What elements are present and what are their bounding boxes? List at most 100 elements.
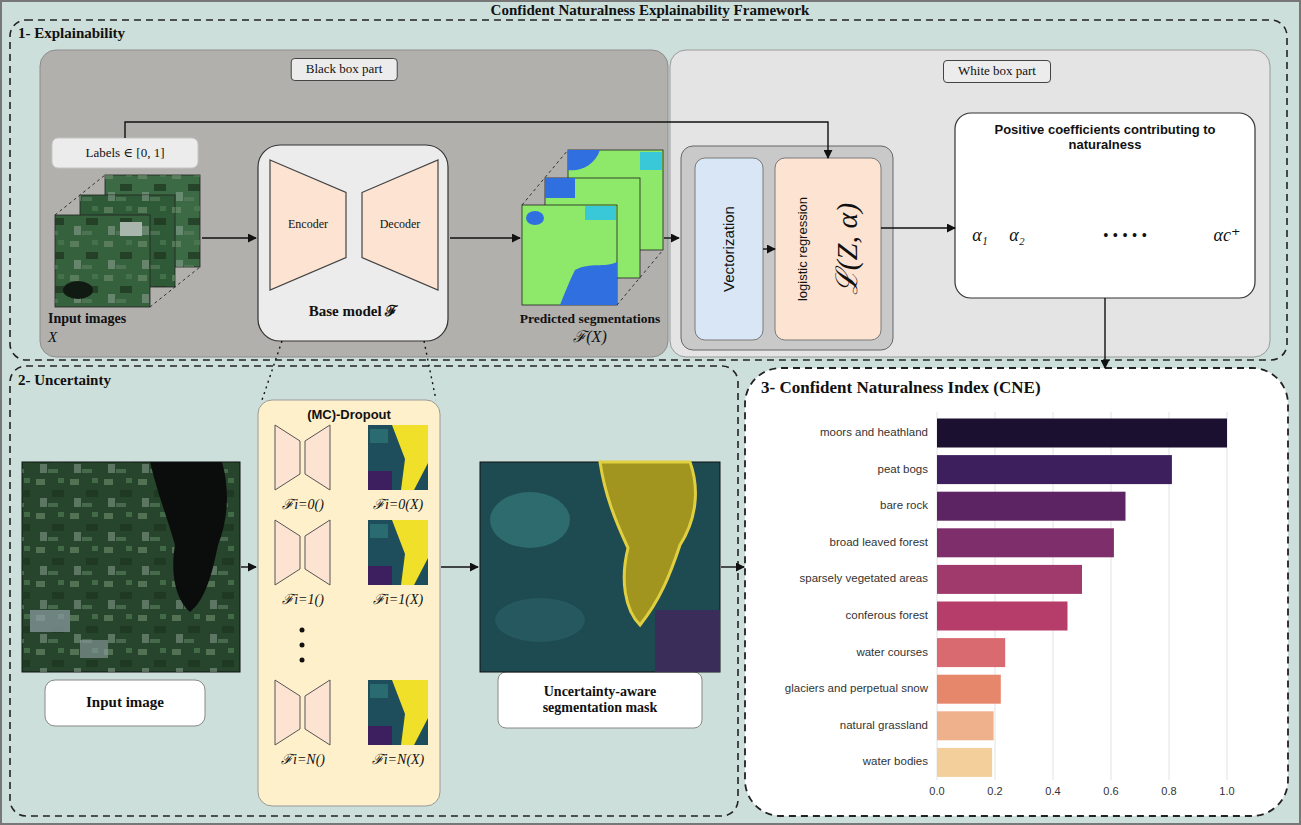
connector <box>424 341 436 400</box>
dropout-ensemble <box>300 658 305 663</box>
bar-chart <box>937 412 1227 780</box>
bar-category: natural grassland <box>840 719 928 732</box>
shape-label: Decoder <box>380 218 421 232</box>
encoder-shape: Encoder <box>270 160 346 290</box>
coefficient: α₂ <box>1009 225 1025 246</box>
axis-tick: 0.4 <box>1045 785 1060 798</box>
black-box-panel: Black box partLabels ∈ [0, 1] Base model … <box>40 50 668 357</box>
section-frame <box>10 20 1287 360</box>
uncertainty-mask-image <box>655 610 720 672</box>
uncertainty-mask-image <box>480 462 720 672</box>
bar-category: water bodies <box>863 756 928 769</box>
math-symbol: ℱ(X) <box>573 328 606 346</box>
bar-category: moors and heathland <box>820 426 928 439</box>
model-box: Base model ℱ Encoder Decoder <box>258 145 448 341</box>
input-image-stack <box>120 222 142 236</box>
input-satellite-image <box>22 462 240 672</box>
function-label: ℱi=1() <box>282 592 324 608</box>
figure-label: Predicted segmentations <box>520 311 660 327</box>
segmentation-stack <box>568 150 600 170</box>
input-image-stack <box>55 215 150 307</box>
segmentation-stack <box>522 150 663 305</box>
caption-box <box>498 672 702 728</box>
section-frame: 1- ExplainabilityBlack box partLabels ∈ … <box>10 20 1287 360</box>
dropout-ensemble <box>275 425 428 745</box>
input-image-stack <box>55 175 200 307</box>
caption-box: Uncertainty-aware segmentation mask <box>498 672 702 728</box>
box-heading: Positive coefficients contributing to na… <box>965 123 1245 153</box>
section-heading: 1- Explainability <box>18 25 125 42</box>
box-label: Base model ℱ <box>309 303 398 320</box>
connector <box>1104 298 1105 368</box>
uncertainty-mask-image <box>490 492 570 548</box>
label-box: Labels ∈ [0, 1] <box>52 138 198 168</box>
connector <box>763 248 775 249</box>
panel-tab: Black box part <box>291 58 398 81</box>
bar-chart <box>937 528 1114 557</box>
decoder-shape <box>362 160 438 290</box>
connector <box>881 227 955 228</box>
segmentation-stack <box>640 152 662 170</box>
white-box-panel: White box partVectorizationlogistic regr… <box>670 50 1270 357</box>
function-label: ℱi=0(X) <box>373 497 423 513</box>
segmentation-stack <box>545 178 575 198</box>
uncertainty-mask-image <box>495 598 585 642</box>
dropout-ensemble <box>275 680 428 745</box>
bar-chart <box>937 455 1172 484</box>
input-satellite-image <box>30 610 70 632</box>
encoder-shape <box>270 160 346 290</box>
box-label: Vectorization <box>720 206 737 292</box>
box-label: Labels ∈ [0, 1] <box>86 146 165 161</box>
flow-arrow <box>441 566 478 567</box>
axis-tick: 0.2 <box>987 785 1002 798</box>
bar-category: water courses <box>856 646 928 659</box>
dropout-ensemble <box>300 628 305 633</box>
bar-chart <box>937 711 994 740</box>
uncertainty-mask-image <box>600 462 695 625</box>
caption-box <box>45 680 205 726</box>
dropout-ensemble <box>300 643 305 648</box>
flow-arrow <box>664 237 679 238</box>
bar-category: conferous forest <box>846 609 928 622</box>
axis-tick: 0.6 <box>1103 785 1118 798</box>
model-container <box>681 146 893 350</box>
axis-tick: 0.8 <box>1161 785 1176 798</box>
white-box-panel <box>670 50 1270 357</box>
segmentation-stack <box>522 150 663 305</box>
coefficient: α₁ <box>972 225 988 246</box>
ellipsis: • • • • • <box>1103 227 1147 245</box>
input-image-stack <box>55 215 150 307</box>
bar-chart <box>937 748 992 777</box>
bar-category: peat bogs <box>877 463 928 476</box>
function-label: ℱi=N(X) <box>372 752 425 768</box>
label-box <box>52 138 198 168</box>
segmentation-stack <box>522 205 617 305</box>
uncertainty-mask-image <box>480 462 720 672</box>
bar-category: broad leaved forest <box>830 536 928 549</box>
input-satellite-image <box>22 462 240 672</box>
bar-chart <box>937 419 1227 448</box>
axis-tick: 1.0 <box>1219 785 1234 798</box>
process-box <box>695 158 763 340</box>
box-heading: (MC)-Dropout <box>307 408 391 423</box>
bar-category: glaciers and perpetual snow <box>785 683 928 696</box>
input-satellite-image <box>150 462 227 612</box>
decoder-shape: Decoder <box>362 160 438 290</box>
box-label: Input image <box>86 694 164 711</box>
bar-category: bare rock <box>880 500 928 513</box>
axis-tick: 0.0 <box>929 785 944 798</box>
function-label: ℱi=0() <box>282 497 324 513</box>
input-image-stack <box>55 175 200 307</box>
shape-label: Encoder <box>288 218 328 232</box>
connector <box>125 122 828 158</box>
panel-tab: White box part <box>943 60 1051 83</box>
section-frame: 2- UncertaintyInput image(MC)-Dropoutℱi=… <box>10 366 738 816</box>
figure-label: Input images <box>48 311 126 327</box>
coefficient-box: Positive coefficients contributing to na… <box>955 113 1255 298</box>
dropout-ensemble <box>275 425 428 490</box>
dropout-box: (MC)-Dropoutℱi=0()ℱi=0(X)ℱi=1()ℱi=1(X)ℱi… <box>258 400 440 806</box>
flow-arrow <box>202 238 744 567</box>
input-image-stack <box>63 281 93 299</box>
section-frame <box>745 368 1288 816</box>
